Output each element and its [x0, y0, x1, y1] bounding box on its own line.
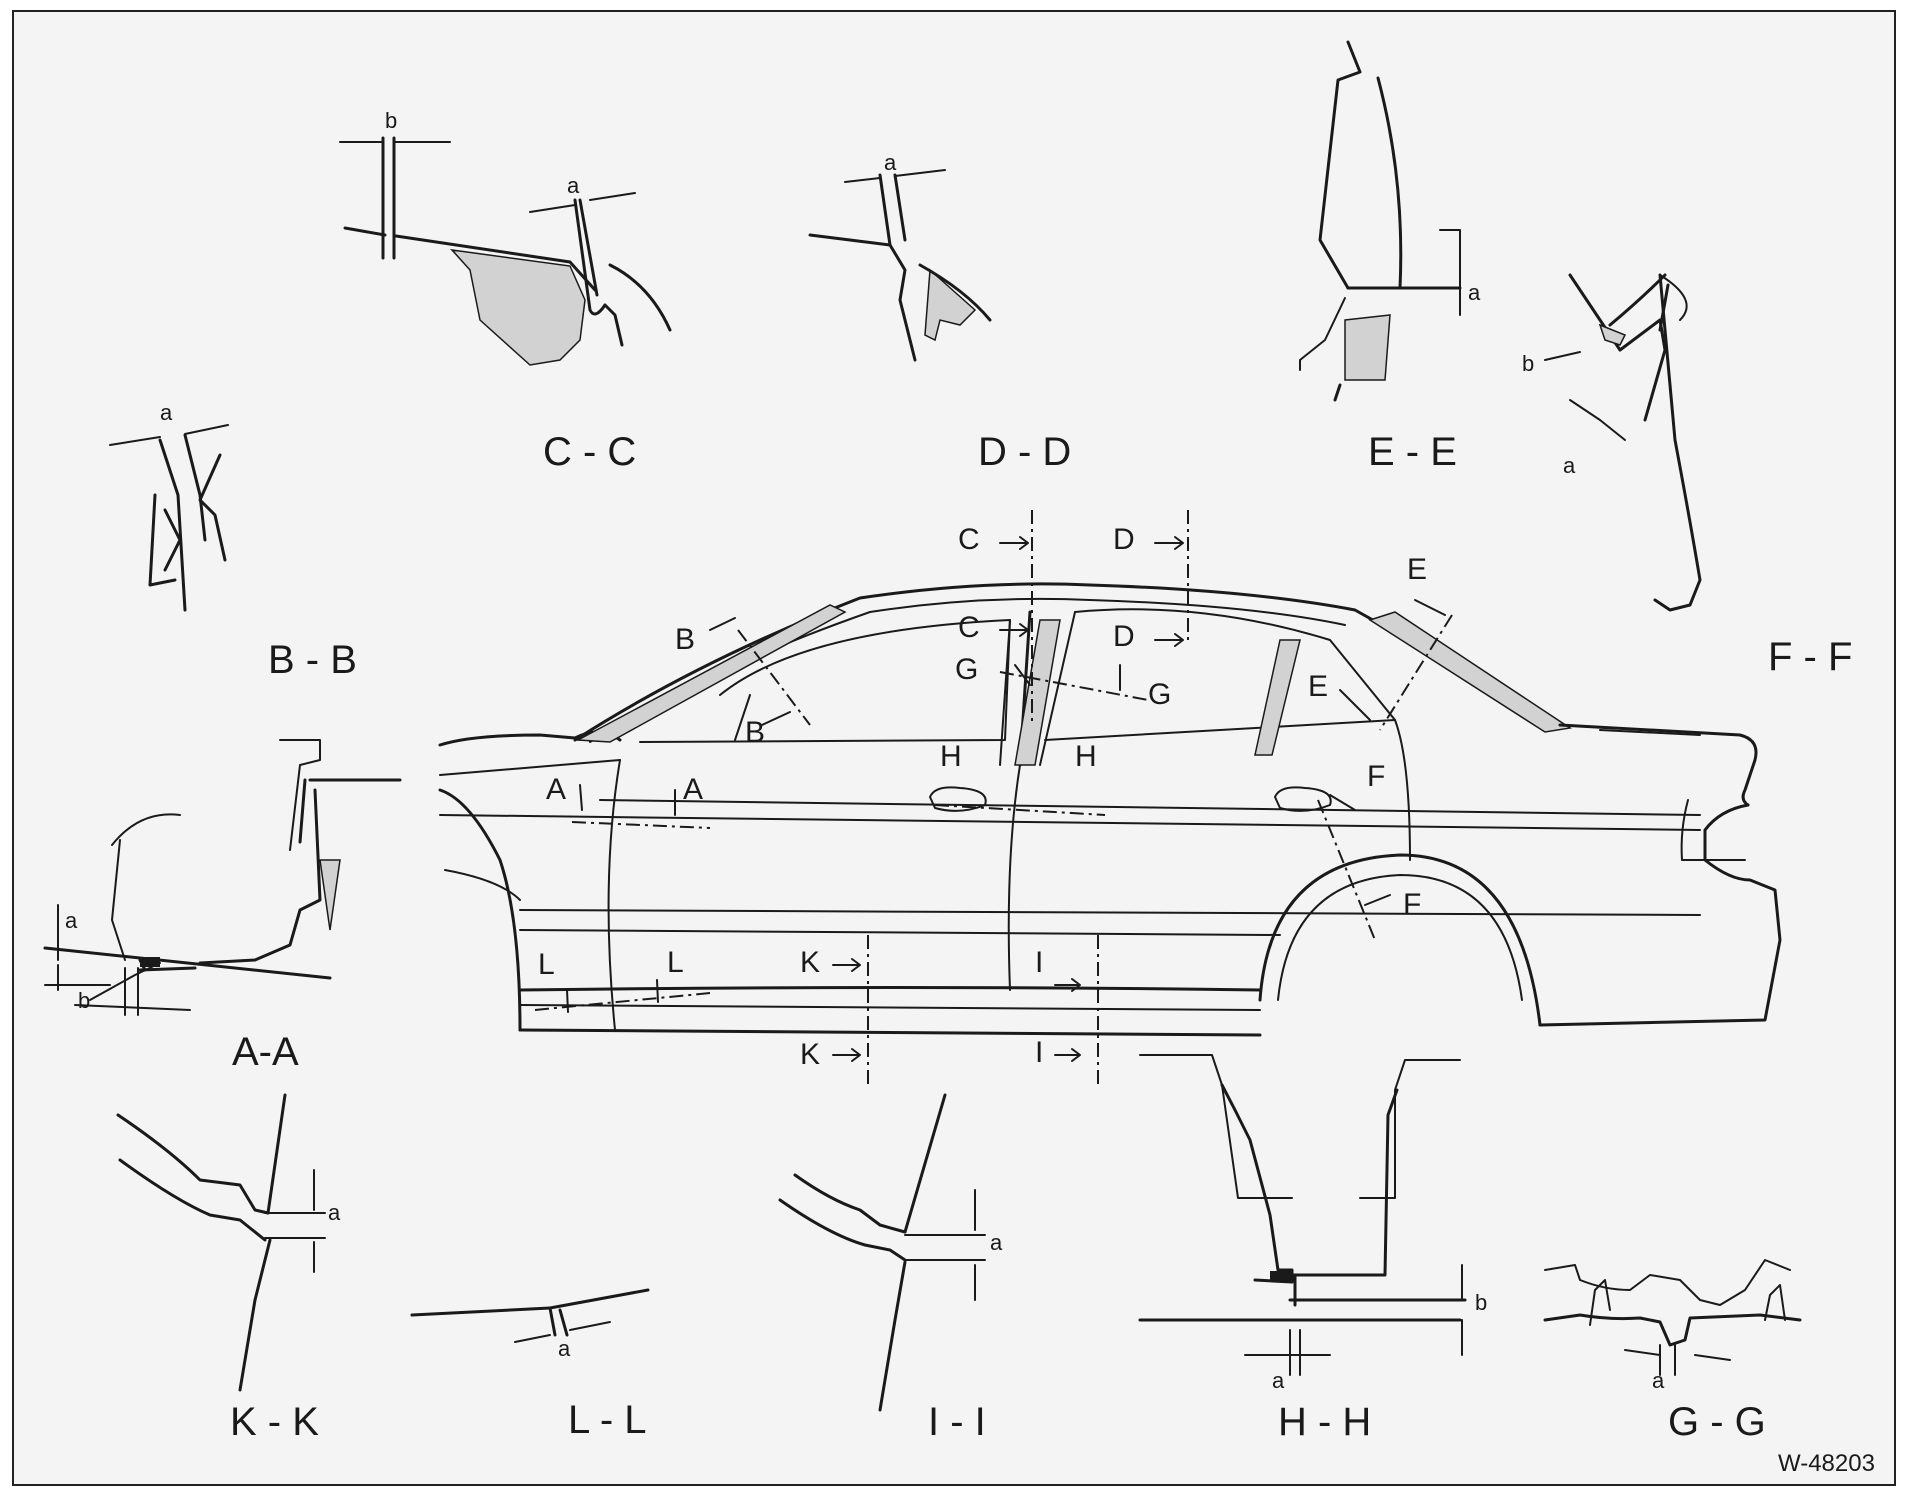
marker-i-upper: I	[1035, 946, 1044, 979]
dim-a-f-f: a	[1563, 453, 1576, 478]
section-title-b-b: B - B	[268, 638, 357, 682]
detail-a-a	[43, 739, 402, 1016]
section-title-h-h: H - H	[1278, 1400, 1372, 1444]
marker-e-upper: E	[1407, 553, 1428, 586]
detail-g-g	[1543, 1259, 1802, 1376]
section-title-c-c: C - C	[543, 430, 637, 474]
dim-a-b-b: a	[160, 400, 173, 425]
dim-b-h-h: b	[1475, 1290, 1488, 1315]
detail-k-k	[116, 1093, 326, 1392]
dim-a-g-g: a	[1652, 1368, 1665, 1393]
section-title-e-e: E - E	[1368, 430, 1457, 474]
section-title-g-g: G - G	[1668, 1400, 1766, 1444]
dim-a-a-a: a	[65, 908, 78, 933]
marker-e-lower: E	[1308, 670, 1329, 703]
marker-h-left: H	[940, 740, 962, 773]
dim-a-d-d: a	[884, 150, 897, 175]
detail-l-l	[410, 1288, 650, 1343]
marker-h-right: H	[1075, 740, 1097, 773]
detail-d-d	[808, 169, 992, 362]
marker-k-upper: K	[800, 946, 821, 979]
marker-g-left: G	[955, 653, 979, 686]
marker-k-lower: K	[800, 1038, 821, 1071]
marker-g-right: G	[1148, 678, 1172, 711]
section-cut-lines	[534, 510, 1453, 1085]
dim-a-c-c: a	[567, 173, 580, 198]
figure-reference-number: W-48203	[1778, 1450, 1875, 1477]
dim-a-i-i: a	[990, 1230, 1003, 1255]
marker-b-lower: B	[745, 716, 766, 749]
dim-a-h-h: a	[1272, 1368, 1285, 1393]
section-title-i-i: I - I	[928, 1400, 986, 1444]
diagram-frame	[12, 10, 1896, 1486]
marker-b-upper: B	[675, 623, 696, 656]
marker-a-right: A	[683, 773, 704, 806]
marker-d-upper: D	[1113, 523, 1135, 556]
section-title-f-f: F - F	[1768, 635, 1853, 679]
marker-l-left: L	[538, 948, 555, 981]
dim-a-e-e: a	[1468, 280, 1481, 305]
dim-b-c-c: b	[385, 108, 398, 133]
detail-e-e	[1299, 40, 1462, 402]
section-title-a-a: A-A	[232, 1030, 299, 1074]
marker-c-upper: C	[958, 523, 980, 556]
marker-i-lower: I	[1035, 1036, 1044, 1069]
marker-d-lower: D	[1113, 620, 1135, 653]
section-title-k-k: K - K	[230, 1400, 319, 1444]
marker-f-lower: F	[1403, 888, 1422, 921]
marker-f-upper: F	[1367, 760, 1386, 793]
detail-f-f	[1544, 273, 1702, 612]
dim-a-k-k: a	[328, 1200, 341, 1225]
marker-c-lower: C	[958, 611, 980, 644]
detail-h-h	[1138, 1054, 1467, 1376]
car-side-view	[438, 582, 1782, 1037]
section-title-l-l: L - L	[568, 1398, 647, 1442]
section-title-d-d: D - D	[978, 430, 1072, 474]
dim-b-a-a: b	[78, 988, 91, 1013]
dim-a-l-l: a	[558, 1336, 571, 1361]
marker-a-left: A	[546, 773, 567, 806]
dim-b-f-f: b	[1522, 351, 1535, 376]
detail-c-c	[339, 136, 672, 366]
marker-l-right: L	[667, 946, 684, 979]
detail-i-i	[778, 1093, 986, 1412]
detail-b-b	[109, 424, 229, 612]
